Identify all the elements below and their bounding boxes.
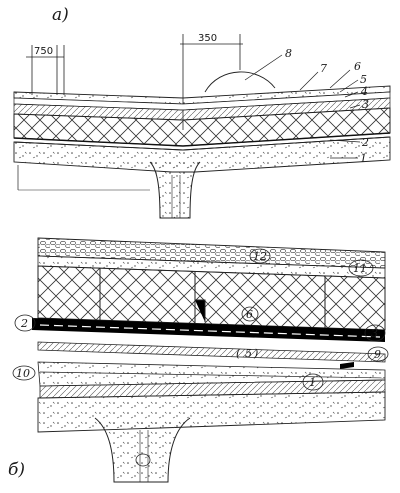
vapour-layer-b xyxy=(37,341,386,363)
insulation-joints-b xyxy=(99,268,326,328)
dimension-750-value: 750 xyxy=(34,46,53,57)
membrane-joint-b xyxy=(39,324,381,338)
figure-a: а) 750 350 xyxy=(13,5,391,219)
callout-1: 1 xyxy=(360,152,367,165)
callout-6-b: 6 xyxy=(246,308,253,321)
callout-12: 12 xyxy=(253,250,267,263)
black-membrane-b xyxy=(32,318,385,342)
figure-b-label: б) xyxy=(8,460,25,480)
paren-close: ) xyxy=(253,347,258,360)
callout-3-b: 3 xyxy=(371,327,378,340)
callout-leaders-a xyxy=(244,54,361,159)
callout-6: 6 xyxy=(354,60,361,73)
dimension-350-value: 350 xyxy=(198,33,217,44)
insert-9-b xyxy=(340,362,354,369)
callouts-a: 8 7 6 5 4 3 2 1 xyxy=(285,47,369,165)
vapour-barrier-a xyxy=(13,132,391,147)
callouts-b: 12 11 6 2 3 9 5 10 1 xyxy=(16,250,381,389)
callout-7: 7 xyxy=(320,62,327,75)
dimension-750: 750 xyxy=(26,45,65,95)
callout-1-b: 1 xyxy=(309,376,316,389)
callout-2-b: 2 xyxy=(20,317,28,330)
beam-a xyxy=(149,161,201,219)
callout-circles-b xyxy=(12,248,389,467)
figure-a-label: а) xyxy=(52,5,69,25)
callout-2: 2 xyxy=(361,136,369,149)
figure-b: 12 11 6 2 3 9 5 10 1 ( ) б) xyxy=(8,237,389,483)
callout-5-b: 5 xyxy=(245,347,252,360)
callout-11: 11 xyxy=(353,262,367,275)
roof-arc-a xyxy=(204,71,276,93)
paren-open: ( xyxy=(236,347,241,360)
callout-3: 3 xyxy=(362,98,369,111)
callout-5: 5 xyxy=(360,73,367,86)
callout-4: 4 xyxy=(360,85,368,98)
beam-b xyxy=(94,417,191,483)
callout-10: 10 xyxy=(16,367,30,380)
slab-a xyxy=(13,136,391,173)
callout-8: 8 xyxy=(285,47,292,60)
callout-9: 9 xyxy=(374,348,381,361)
slab-b xyxy=(37,391,386,433)
